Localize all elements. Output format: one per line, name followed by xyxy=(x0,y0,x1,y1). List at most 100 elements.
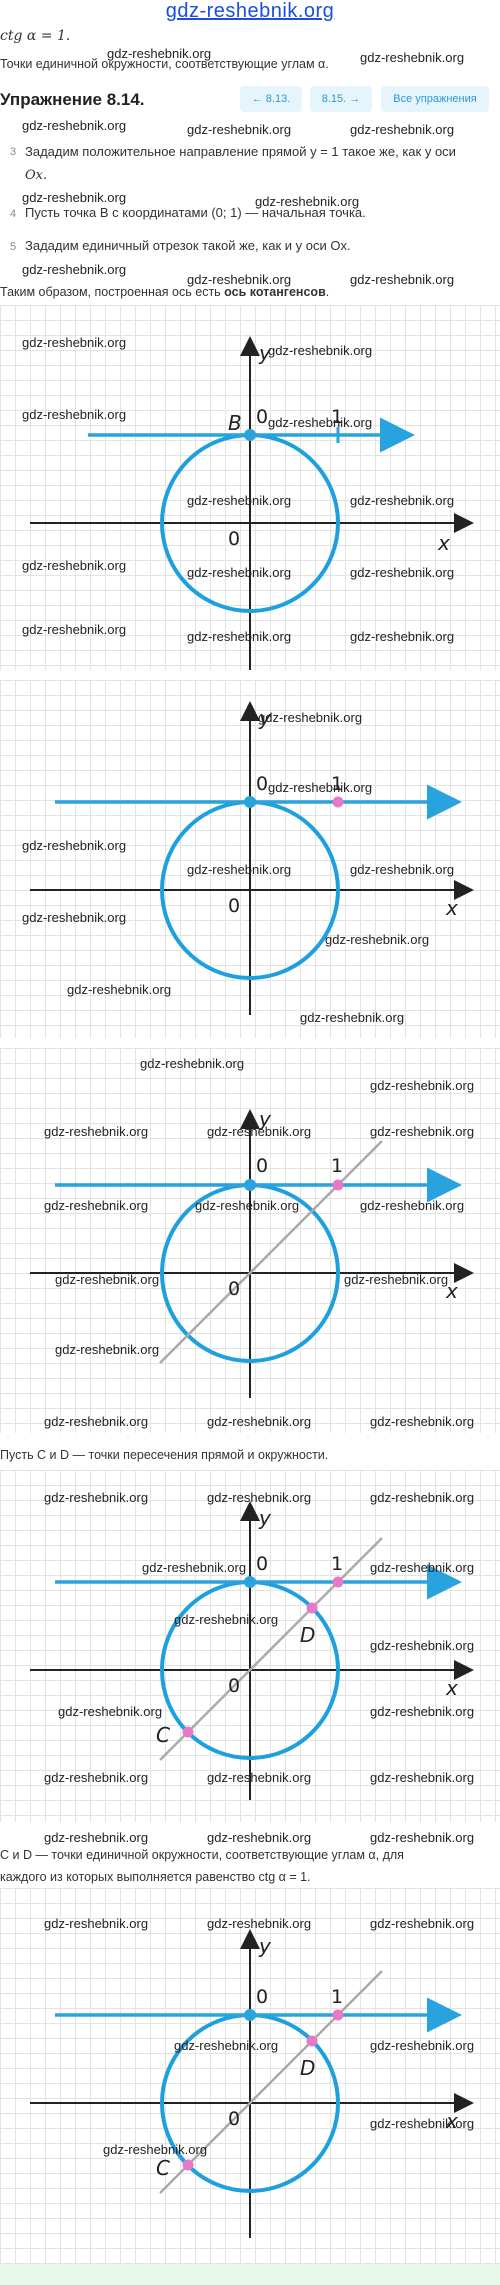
watermark: gdz-reshebnik.org xyxy=(360,1198,465,1213)
watermark: gdz-reshebnik.org xyxy=(370,1078,475,1093)
watermark: gdz-reshebnik.org xyxy=(174,2038,279,2053)
watermark: gdz-reshebnik.org xyxy=(350,493,455,508)
watermark: gdz-reshebnik.org xyxy=(44,1916,149,1931)
watermark: gdz-reshebnik.org xyxy=(350,862,455,877)
watermark: gdz-reshebnik.org xyxy=(142,1560,247,1575)
step-number: 3 xyxy=(10,146,17,158)
final-text-line-1: C и D — точки единичной окружности, соот… xyxy=(0,1848,404,1862)
watermark: gdz-reshebnik.org xyxy=(58,1704,163,1719)
watermark: gdz-reshebnik.org xyxy=(268,343,373,358)
y-axis-label: y xyxy=(258,1506,272,1530)
watermark: gdz-reshebnik.org xyxy=(350,565,455,580)
watermark: gdz-reshebnik.org xyxy=(22,910,127,925)
origin-label: 0 xyxy=(228,1675,240,1697)
step-number: 4 xyxy=(10,208,17,220)
watermark: gdz-reshebnik.org xyxy=(22,407,127,422)
watermark: gdz-reshebnik.org xyxy=(187,629,292,644)
watermark: gdz-reshebnik.org xyxy=(370,1414,475,1429)
y-axis-label: y xyxy=(258,1107,272,1131)
prev-exercise-button[interactable]: ← 8.13. xyxy=(240,86,302,112)
watermark: gdz-reshebnik.org xyxy=(22,335,127,350)
watermark: gdz-reshebnik.org xyxy=(187,565,292,580)
exercise-title: Упражнение 8.14. xyxy=(0,90,145,109)
y-axis-label: y xyxy=(258,706,272,730)
one-mark-label: 1 xyxy=(331,773,343,795)
diagram-5: x y 0 0 1 D C gdz-reshebnik.org gdz-resh… xyxy=(0,1888,500,2264)
point-b-label: B xyxy=(228,411,242,435)
point-d-label: D xyxy=(300,2056,315,2080)
all-exercises-button[interactable]: Все упражнения xyxy=(381,86,489,112)
x-axis-label: x xyxy=(445,2109,458,2133)
zero-mark-label: 0 xyxy=(256,406,268,428)
watermark: gdz-reshebnik.org xyxy=(187,862,292,877)
y-axis-label: y xyxy=(258,341,272,365)
watermark: gdz-reshebnik.org xyxy=(44,1490,149,1505)
watermark: gdz-reshebnik.org xyxy=(370,1638,475,1653)
zero-mark-label: 0 xyxy=(256,1155,268,1177)
diagram-3: x y 0 0 1 gdz-reshebnik.org gdz-reshebni… xyxy=(0,1048,500,1433)
step-text: Зададим единичный отрезок такой же, как … xyxy=(25,238,351,253)
origin-label: 0 xyxy=(228,528,240,550)
watermark: gdz-reshebnik.org xyxy=(350,272,455,287)
watermark: gdz-reshebnik.org xyxy=(44,1770,149,1785)
watermark: gdz-reshebnik.org xyxy=(55,1342,160,1357)
step-number: 5 xyxy=(10,241,17,253)
watermark: gdz-reshebnik.org xyxy=(370,1830,475,1845)
step-text: Зададим положительное направление прямой… xyxy=(25,144,456,159)
watermark: gdz-reshebnik.org xyxy=(370,1916,475,1931)
point-d-label: D xyxy=(300,1623,315,1647)
watermark: gdz-reshebnik.org xyxy=(67,982,172,997)
watermark: gdz-reshebnik.org xyxy=(22,558,127,573)
one-mark-label: 1 xyxy=(331,1986,343,2008)
step-text-cont: Ox. xyxy=(25,168,48,183)
site-link[interactable]: gdz-reshebnik.org xyxy=(165,0,335,22)
conclusion-bold: ось котангенсов xyxy=(224,285,326,299)
watermark: gdz-reshebnik.org xyxy=(187,493,292,508)
next-exercise-button[interactable]: 8.15. → xyxy=(310,86,372,112)
final-text-line-2: каждого из которых выполняется равенство… xyxy=(0,1870,311,1884)
watermark: gdz-reshebnik.org xyxy=(187,272,292,287)
watermark: gdz-reshebnik.org xyxy=(22,838,127,853)
watermark: gdz-reshebnik.org xyxy=(370,1560,475,1575)
watermark: gdz-reshebnik.org xyxy=(44,1124,149,1139)
intro-line: Точки единичной окружности, соответствую… xyxy=(0,57,329,71)
between-text: Пусть C и D — точки пересечения прямой и… xyxy=(0,1448,329,1462)
watermark: gdz-reshebnik.org xyxy=(22,118,127,133)
conclusion-prefix: Таким образом, построенная ось есть xyxy=(0,285,225,299)
watermark: gdz-reshebnik.org xyxy=(370,2038,475,2053)
watermark: gdz-reshebnik.org xyxy=(187,122,292,137)
watermark: gdz-reshebnik.org xyxy=(300,1010,405,1025)
x-axis-label: x xyxy=(445,1676,458,1700)
origin-label: 0 xyxy=(228,895,240,917)
one-mark-label: 1 xyxy=(331,1553,343,1575)
diagram-1: x y 0 0 1 B gdz-reshebnik.org gdz-resheb… xyxy=(0,305,500,670)
conclusion: Таким образом, построенная ось есть ось … xyxy=(0,285,329,299)
watermark: gdz-reshebnik.org xyxy=(195,1198,300,1213)
watermark: gdz-reshebnik.org xyxy=(255,194,360,209)
watermark: gdz-reshebnik.org xyxy=(22,622,127,637)
watermark: gdz-reshebnik.org xyxy=(370,2116,475,2131)
conclusion-suffix: . xyxy=(325,285,330,299)
diagram-2: x y 0 0 1 gdz-reshebnik.org gdz-reshebni… xyxy=(0,680,500,1038)
watermark: gdz-reshebnik.org xyxy=(22,262,127,277)
watermark: gdz-reshebnik.org xyxy=(207,1770,312,1785)
watermark: gdz-reshebnik.org xyxy=(268,780,373,795)
watermark: gdz-reshebnik.org xyxy=(207,1830,312,1845)
watermark: gdz-reshebnik.org xyxy=(103,2142,208,2157)
watermark: gdz-reshebnik.org xyxy=(55,1272,160,1287)
x-axis-label: x xyxy=(445,896,458,920)
one-mark-label: 1 xyxy=(331,406,343,428)
watermark: gdz-reshebnik.org xyxy=(207,1414,312,1429)
diagram-4: x y 0 0 1 D C gdz-reshebnik.org gdz-resh… xyxy=(0,1470,500,1822)
watermark: gdz-reshebnik.org xyxy=(370,1704,475,1719)
zero-mark-label: 0 xyxy=(256,1553,268,1575)
zero-mark-label: 0 xyxy=(256,1986,268,2008)
watermark: gdz-reshebnik.org xyxy=(370,1124,475,1139)
point-c-label: C xyxy=(156,1723,170,1747)
watermark: gdz-reshebnik.org xyxy=(344,1272,449,1287)
bottom-bar xyxy=(0,2264,500,2285)
origin-label: 0 xyxy=(228,1278,240,1300)
watermark: gdz-reshebnik.org xyxy=(140,1056,245,1071)
watermark: gdz-reshebnik.org xyxy=(207,1490,312,1505)
one-mark-label: 1 xyxy=(331,1155,343,1177)
